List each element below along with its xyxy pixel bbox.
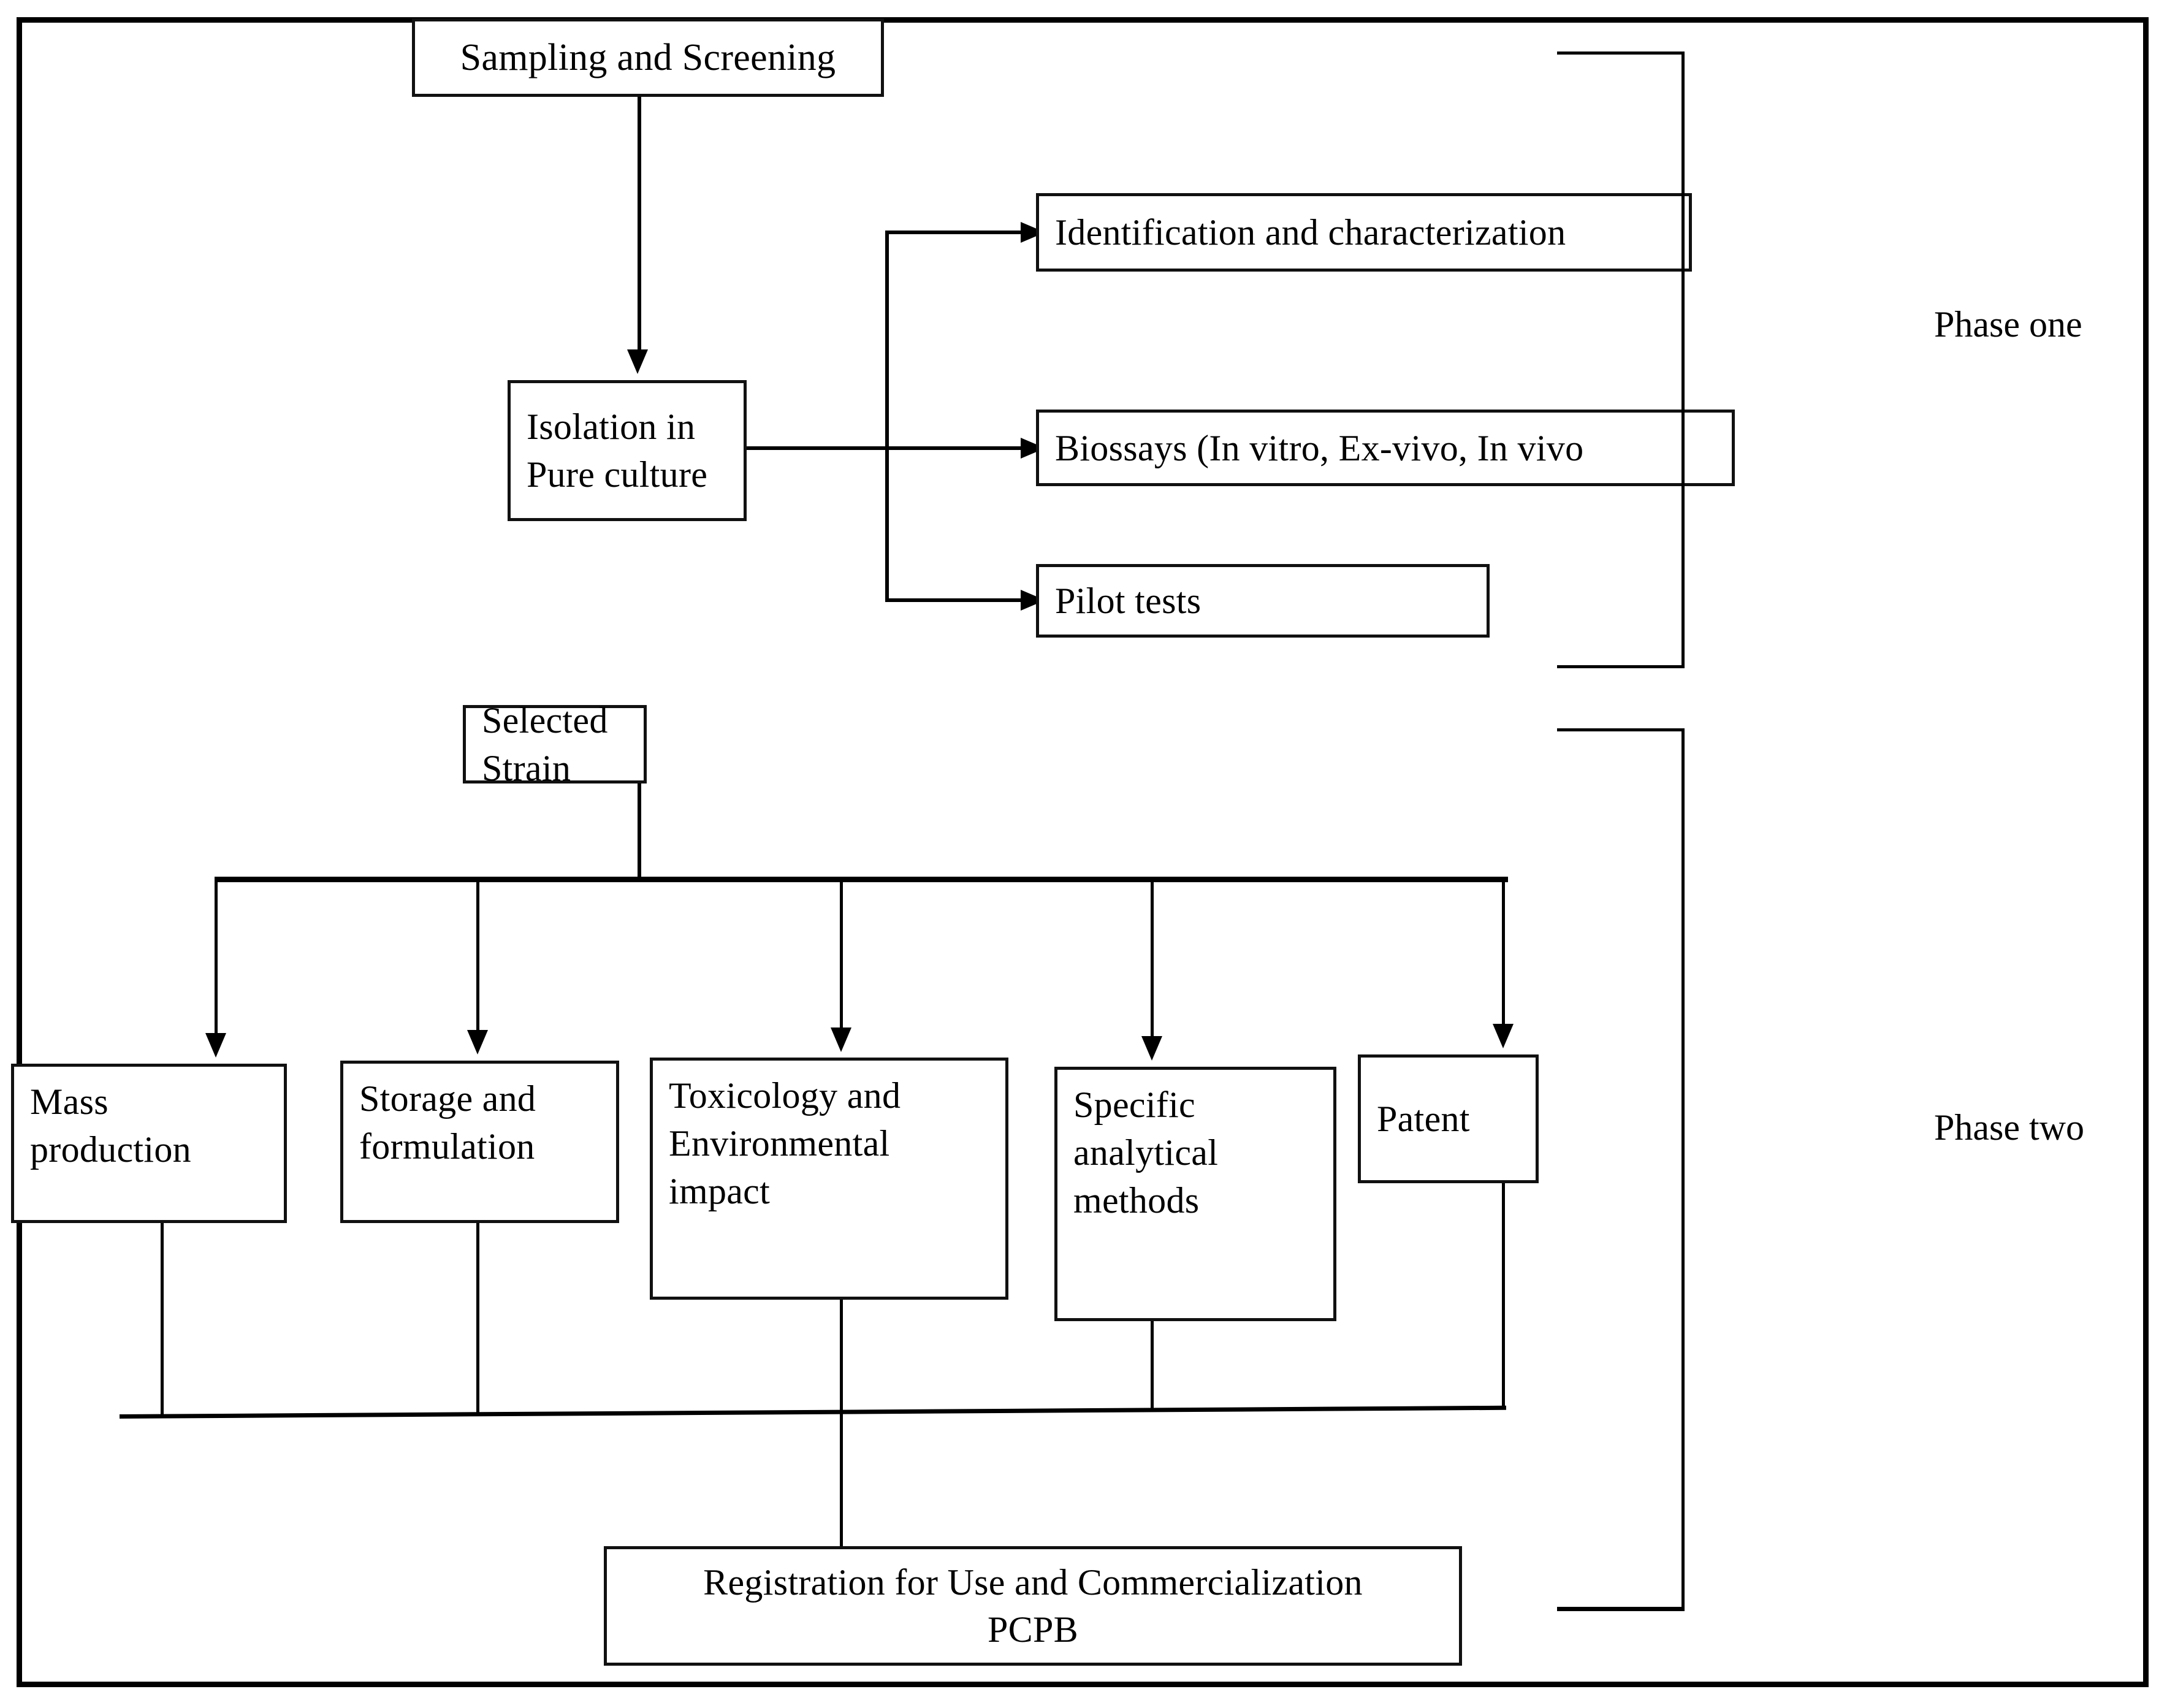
branch-spine-phase-one: [885, 231, 889, 602]
edge-toxicology-down: [840, 1300, 843, 1548]
arrowhead-patent: [1493, 1024, 1514, 1048]
edge-spine-to-pilot-tests: [885, 598, 1026, 602]
edge-bar-to-mass-production: [215, 880, 218, 1037]
edge-spine-to-identification: [885, 231, 1026, 234]
phase-one-bracket-spine: [1681, 51, 1685, 668]
phase-two-bracket-spine: [1681, 728, 1685, 1610]
node-registration-for-use-and-commercialization[interactable]: Registration for Use and Commercializati…: [604, 1546, 1462, 1666]
edge-analytical-down: [1151, 1321, 1154, 1408]
arrowhead-storage: [467, 1030, 488, 1054]
arrowhead-mass-production: [205, 1033, 226, 1058]
edge-selected-strain-to-bar: [638, 783, 641, 880]
edge-mass-production-down: [161, 1223, 164, 1416]
distribution-bar-phase-two: [215, 877, 1508, 882]
edge-patent-down: [1502, 1183, 1505, 1406]
arrowhead-analytical: [1141, 1036, 1162, 1061]
phase-one-bracket-top: [1557, 51, 1685, 55]
node-biossays[interactable]: Biossays (In vitro, Ex-vivo, In vivo: [1036, 410, 1735, 486]
edge-spine-to-biossays: [885, 446, 1026, 450]
phase-one-bracket-bottom: [1557, 665, 1685, 668]
arrowhead-toxicology: [831, 1027, 851, 1052]
phase-two-label: Phase two: [1934, 1107, 2084, 1148]
node-specific-analytical-methods[interactable]: Specific analytical methods: [1054, 1067, 1336, 1321]
edge-bar-to-analytical: [1151, 880, 1154, 1039]
node-mass-production[interactable]: Mass production: [11, 1064, 287, 1223]
phase-two-bracket-top: [1557, 728, 1685, 731]
edge-sampling-to-isolation: [638, 97, 641, 353]
node-selected-strain[interactable]: Selected Strain: [463, 700, 647, 788]
edge-isolation-to-spine: [747, 446, 889, 450]
node-identification-and-characterization[interactable]: Identification and characterization: [1036, 193, 1692, 272]
node-sampling-and-screening[interactable]: Sampling and Screening: [412, 18, 884, 97]
node-storage-and-formulation[interactable]: Storage and formulation: [340, 1061, 619, 1223]
node-toxicology-and-environmental-impact[interactable]: Toxicology and Environmental impact: [650, 1058, 1008, 1300]
node-patent[interactable]: Patent: [1358, 1054, 1539, 1183]
node-isolation-in-pure-culture[interactable]: Isolation in Pure culture: [508, 380, 747, 521]
node-pilot-tests[interactable]: Pilot tests: [1036, 564, 1490, 638]
edge-bar-to-storage: [476, 880, 479, 1034]
phase-one-label: Phase one: [1934, 304, 2082, 345]
arrowhead-sampling-to-isolation: [627, 349, 648, 374]
edge-storage-down: [476, 1223, 479, 1413]
edge-bar-to-toxicology: [840, 880, 843, 1031]
phase-two-bracket-bottom: [1557, 1607, 1685, 1611]
edge-bar-to-patent: [1502, 880, 1505, 1027]
outer-border: [17, 17, 2149, 1687]
